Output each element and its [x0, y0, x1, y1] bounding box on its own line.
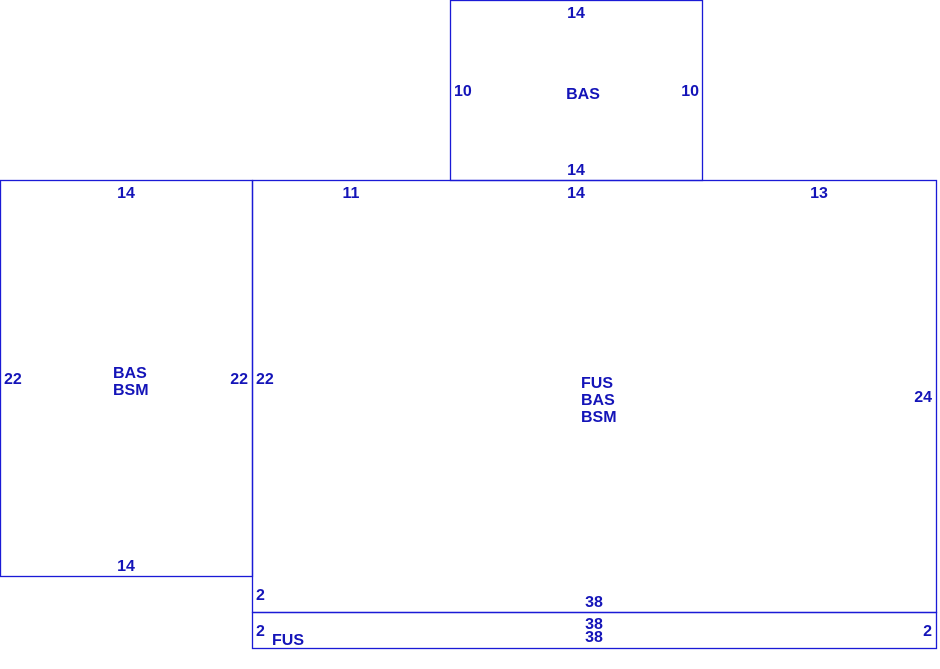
left-section-dim-left: 22	[4, 371, 22, 388]
bottom-fus-dim-top: 38	[585, 616, 603, 633]
main-dim-top-mid: 14	[567, 185, 585, 202]
main-dim-left-lower: 2	[256, 587, 265, 604]
main-dim-bottom: 38	[585, 594, 603, 611]
bottom-fus-dim-bottom: 38	[585, 629, 603, 646]
main-fus-bas-bsm-section: 11 14 13 22 24 38 2 FUS BAS BSM	[256, 185, 932, 611]
left-section-dim-right: 22	[230, 371, 248, 388]
top-bas-section: 14 10 10 14 BAS	[454, 5, 699, 179]
main-label-fus: FUS	[581, 375, 613, 392]
bottom-fus-dim-left: 2	[256, 623, 265, 640]
main-label-bsm: BSM	[581, 409, 617, 426]
main-label-bas: BAS	[581, 392, 615, 409]
top-bas-dim-right: 10	[681, 83, 699, 100]
left-section-dim-bottom: 14	[117, 558, 135, 575]
main-dim-left: 22	[256, 371, 274, 388]
bottom-fus-area-label: FUS	[272, 632, 304, 649]
left-section-dim-top: 14	[117, 185, 135, 202]
main-dim-top-right: 13	[810, 185, 828, 202]
bottom-fus-outline	[251, 611, 938, 650]
bottom-fus-dim-right: 2	[923, 623, 932, 640]
top-bas-dim-bottom: 14	[567, 162, 585, 179]
left-bas-bsm-section: 14 22 22 14 BAS BSM	[4, 185, 248, 575]
top-bas-area-label: BAS	[566, 86, 600, 103]
top-bas-dim-left: 10	[454, 83, 472, 100]
section-outlines	[0, 0, 938, 650]
main-dim-top-left: 11	[343, 185, 360, 202]
left-section-label-bas: BAS	[113, 365, 147, 382]
bottom-fus-section: 38 38 2 2 FUS	[256, 616, 932, 649]
top-bas-dim-top: 14	[567, 5, 585, 22]
left-section-label-bsm: BSM	[113, 382, 149, 399]
main-dim-right: 24	[914, 389, 932, 406]
